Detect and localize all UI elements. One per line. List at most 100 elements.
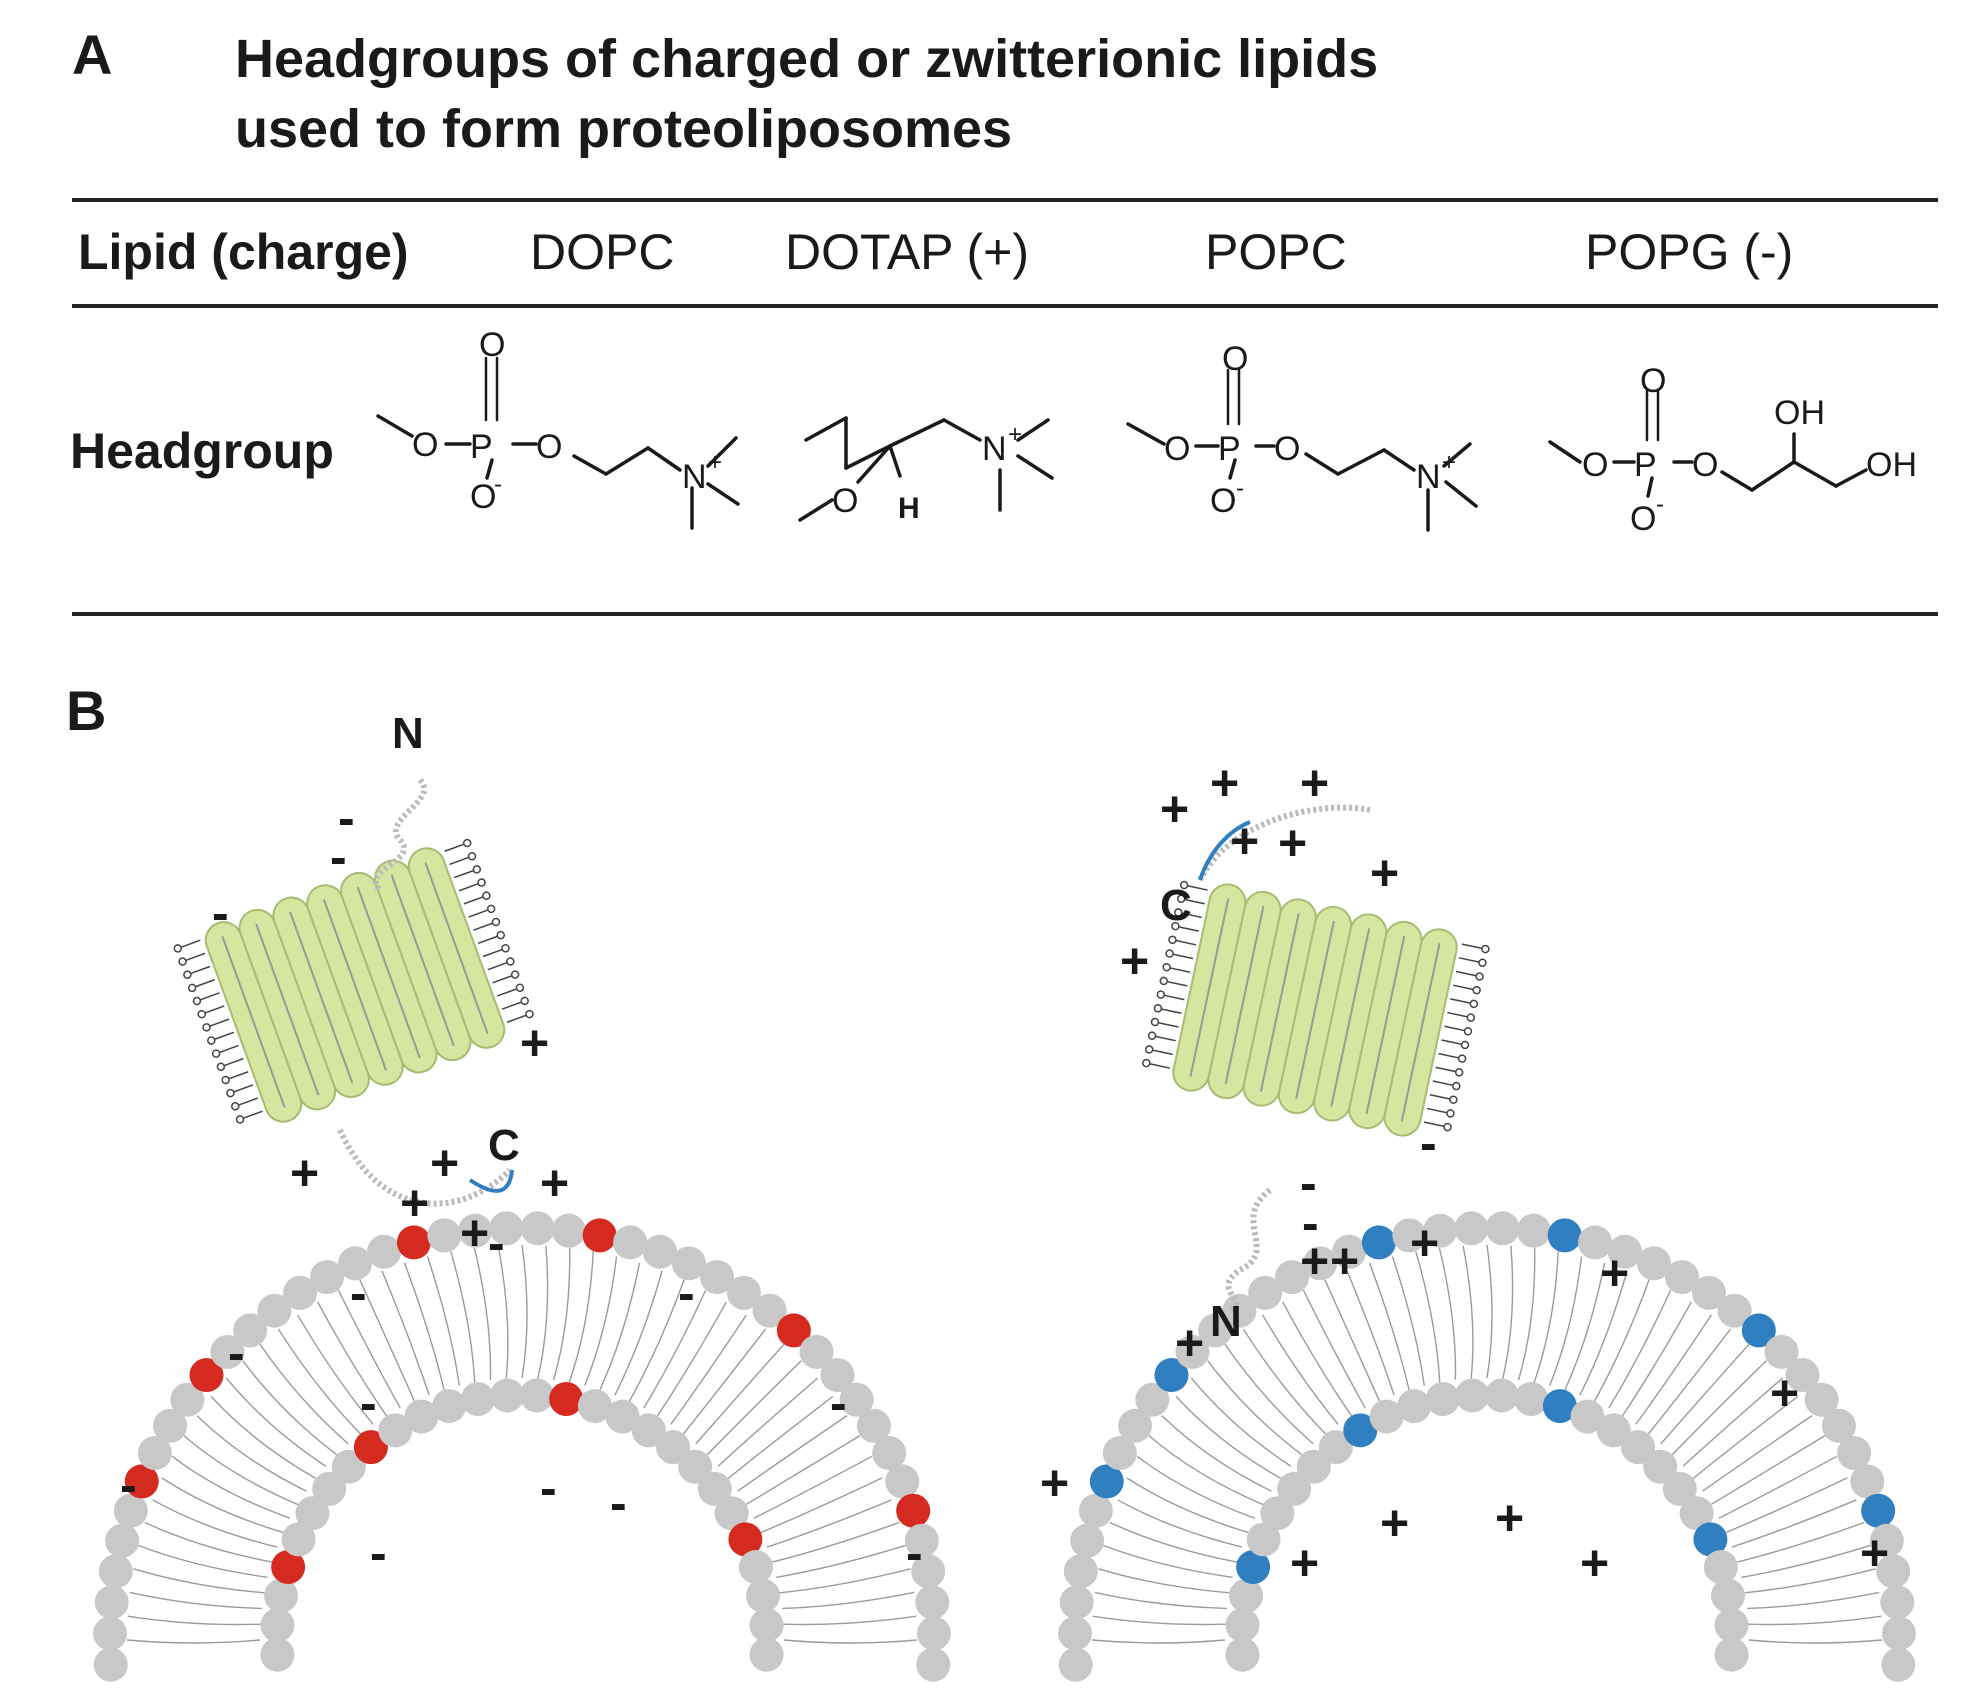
- lipid-tail: [1164, 994, 1185, 1001]
- lipid-headgroup: [515, 983, 525, 993]
- inner-headgroup: [1570, 1399, 1605, 1434]
- plus-charge-symbol: +: [1120, 933, 1149, 989]
- lipid-tail: [1415, 1251, 1441, 1383]
- lipid-headgroup: [187, 983, 197, 993]
- outer-headgroup: [1063, 1554, 1098, 1589]
- outer-charged-headgroup: [1154, 1358, 1189, 1393]
- lipid-headgroup: [1162, 962, 1171, 972]
- inner-headgroup: [738, 1550, 773, 1585]
- lipid-headgroup: [1159, 976, 1168, 986]
- outer-charged-headgroup: [396, 1225, 431, 1260]
- lipid-headgroup: [482, 891, 491, 900]
- lipid-tail: [1731, 1499, 1857, 1548]
- right-membrane-protein: [1142, 804, 1490, 1313]
- inner-headgroup: [1277, 1471, 1312, 1506]
- popg-atom-o: O: [1582, 446, 1608, 484]
- lipid-tail: [229, 1071, 249, 1080]
- outer-headgroup: [283, 1275, 318, 1310]
- minus-charge-symbol: -: [1302, 1195, 1319, 1251]
- lipid-tail: [1150, 1063, 1170, 1069]
- lipid-tail: [224, 1057, 244, 1067]
- plus-charge-symbol: +: [520, 1015, 549, 1071]
- lipid-tail: [1718, 1455, 1838, 1519]
- lipid-tail: [1533, 1251, 1559, 1383]
- lipid-tail: [1648, 1328, 1732, 1435]
- lipid-tail: [200, 992, 220, 1001]
- inner-headgroup: [605, 1399, 640, 1434]
- lipid-tail: [1725, 1477, 1848, 1534]
- inner-charged-headgroup: [353, 1430, 388, 1465]
- lipid-tail: [1608, 1289, 1672, 1409]
- lipid-tail: [771, 1521, 900, 1563]
- headgroup-structures: O O P O - O N + O H N + O O P O - O N + …: [376, 326, 1917, 538]
- lipid-tail: [210, 1018, 230, 1027]
- inner-headgroup: [714, 1496, 749, 1531]
- outer-charged-headgroup: [124, 1464, 159, 1499]
- dopc-atom-o: O: [479, 326, 505, 364]
- outer-headgroup: [915, 1585, 950, 1620]
- inner-headgroup: [697, 1471, 732, 1506]
- inner-charged-headgroup: [549, 1382, 584, 1417]
- lipid-tail: [1748, 1615, 1882, 1626]
- cationic-liposome: [1058, 1211, 1916, 1682]
- lipid-headgroup: [221, 1075, 230, 1085]
- lipid-headgroup: [1443, 1122, 1452, 1132]
- n-terminal-tail: [373, 777, 427, 893]
- outer-headgroup: [489, 1211, 524, 1246]
- outer-headgroup: [1058, 1616, 1093, 1651]
- right-n-terminus-label: N: [1210, 1297, 1242, 1346]
- lipid-headgroup: [1142, 1058, 1151, 1068]
- lipid-tail: [776, 1544, 906, 1578]
- inner-headgroup: [1714, 1608, 1749, 1643]
- outer-headgroup: [1785, 1358, 1820, 1393]
- panel-b-label: B: [66, 679, 107, 742]
- popc-charge-plus: +: [1442, 449, 1456, 476]
- lipid-tail: [186, 952, 206, 961]
- inner-headgroup: [460, 1382, 495, 1417]
- minus-charge-symbol: -: [350, 1265, 367, 1321]
- n-terminal-tail: [1225, 1187, 1272, 1313]
- lipid-tail: [1747, 1591, 1880, 1610]
- lipid-headgroup: [506, 957, 515, 966]
- inner-headgroup: [1679, 1496, 1714, 1531]
- lipid-tail: [129, 1591, 262, 1610]
- lipid-tail: [1167, 981, 1188, 987]
- outer-headgroup: [1876, 1554, 1911, 1589]
- lipid-tail: [683, 1328, 767, 1435]
- inner-headgroup: [432, 1389, 467, 1424]
- plus-charge-symbol: +: [460, 1205, 489, 1261]
- lipid-tail: [1710, 1435, 1826, 1506]
- lipid-headgroup: [467, 851, 477, 861]
- outer-headgroup: [726, 1275, 761, 1310]
- outer-headgroup: [839, 1382, 874, 1417]
- inner-charged-headgroup: [728, 1522, 763, 1557]
- lipid-headgroup: [525, 1009, 534, 1019]
- outer-charged-headgroup: [1741, 1313, 1776, 1348]
- outer-headgroup: [310, 1260, 345, 1295]
- lipid-tail: [1660, 1343, 1750, 1445]
- outer-headgroup: [1764, 1334, 1799, 1369]
- lipid-headgroup: [1156, 990, 1166, 999]
- outer-headgroup: [1717, 1293, 1752, 1328]
- lipid-tails: [126, 1244, 918, 1644]
- inner-headgroup: [745, 1578, 780, 1613]
- lipid-headgroup: [207, 1036, 216, 1045]
- outer-headgroup: [885, 1464, 920, 1499]
- helix-axis: [322, 899, 388, 1071]
- inner-headgroup: [1514, 1382, 1549, 1417]
- lipid-headgroup: [1466, 1013, 1476, 1022]
- lipid-tail: [783, 1615, 917, 1626]
- helix-axis: [1330, 928, 1371, 1107]
- outer-headgroup: [1804, 1382, 1839, 1417]
- lipid-headgroup: [1454, 1068, 1464, 1077]
- lipid-headgroup: [1472, 985, 1481, 995]
- lipid-tail: [1438, 1247, 1457, 1380]
- lipid-tail: [1170, 967, 1191, 973]
- lipid-tail: [1176, 939, 1197, 946]
- popc-atom-o: O: [1164, 430, 1190, 468]
- lipid-tail: [1391, 1256, 1425, 1386]
- lipid-tail: [210, 1395, 317, 1480]
- inner-headgroup: [1703, 1550, 1738, 1585]
- lipid-tails: [1091, 1244, 1883, 1644]
- popg-atom-p: P: [1634, 446, 1657, 484]
